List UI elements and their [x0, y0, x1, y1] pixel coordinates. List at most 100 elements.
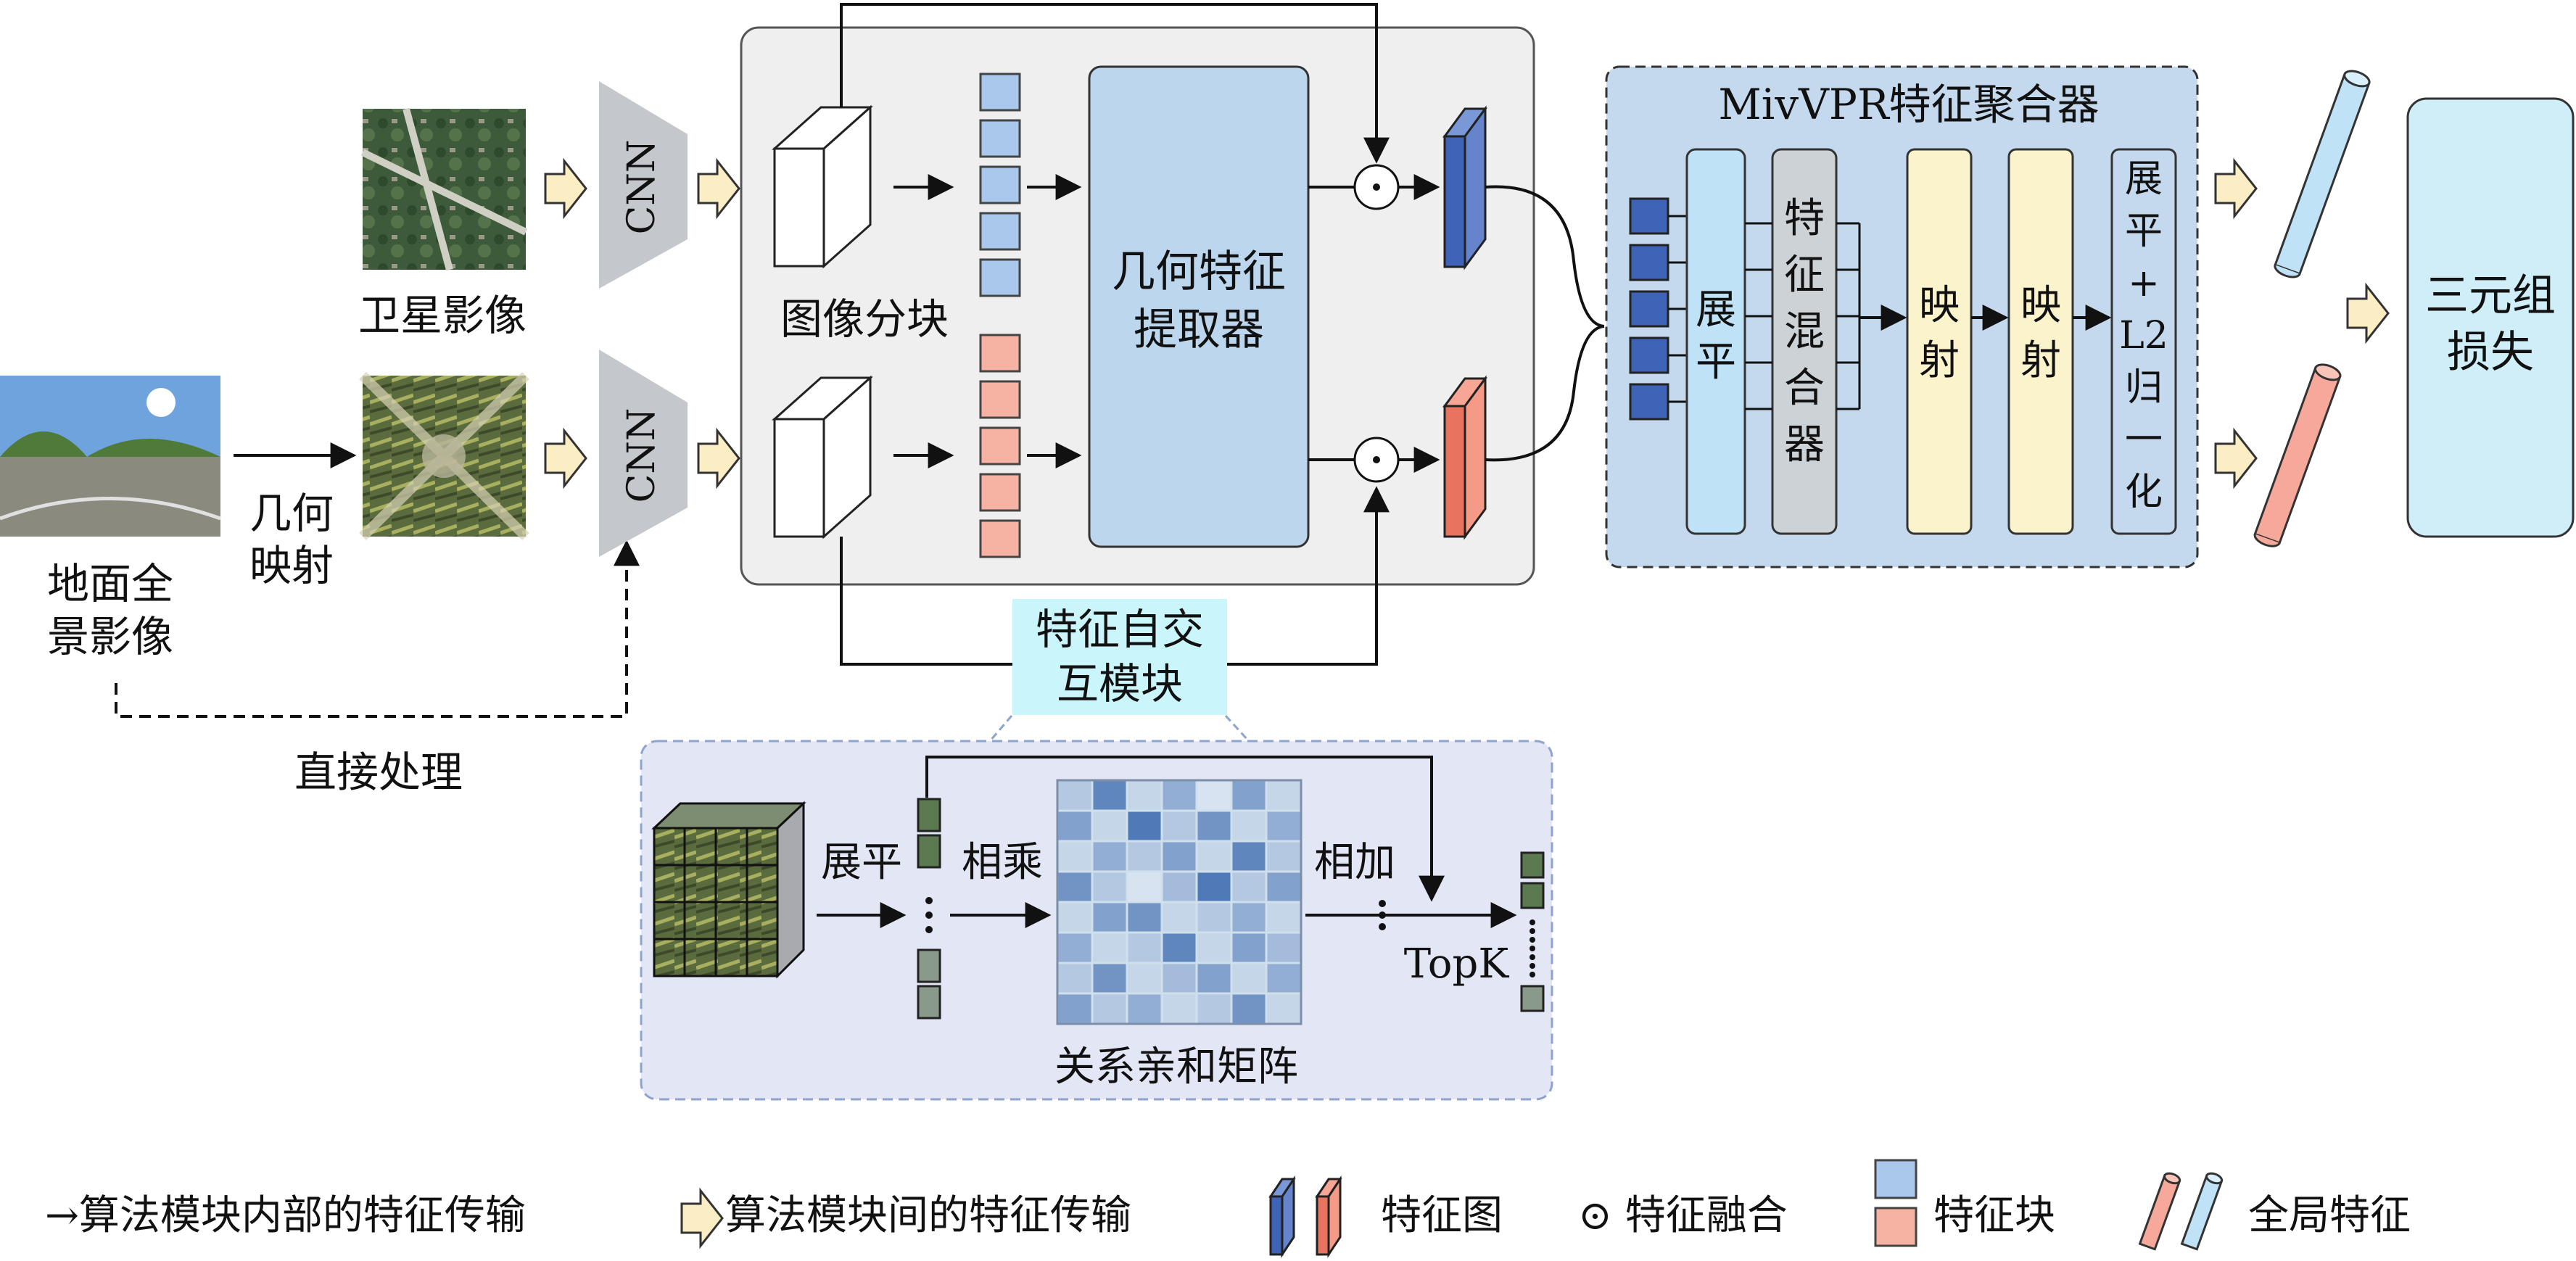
affinity-cell [1230, 962, 1268, 995]
flatten-col-char: 展 [1696, 286, 1736, 334]
feature-block-blue [979, 119, 1021, 158]
mixer-col-char: 合 [1784, 365, 1825, 412]
topk-dot [1530, 937, 1535, 943]
affinity-cell [1091, 779, 1128, 812]
affinity-cell [1126, 809, 1163, 843]
affinity-cell [1091, 931, 1128, 964]
direct-processing-label: 直接处理 [294, 748, 463, 797]
topk-token [1520, 882, 1545, 909]
affinity-cell [1195, 931, 1233, 964]
affinity-cell [1160, 779, 1198, 812]
self-interaction-label-1: 特征自交 [1036, 605, 1204, 654]
legend-global-salmon-icon [2138, 1172, 2181, 1251]
geo-extractor-label-2: 提取器 [1134, 305, 1264, 355]
affinity-border [1056, 779, 1303, 1025]
l2-col-char: + [2128, 262, 2160, 305]
cnn-top-label: CNN [620, 140, 664, 235]
affinity-cell [1056, 962, 1094, 995]
legend-feature-map-salmon-icon [1315, 1175, 1342, 1258]
affinity-cell [1265, 779, 1303, 812]
merge-curve [1485, 185, 1605, 462]
feature-block-blue [979, 73, 1021, 112]
affinity-cell [1056, 779, 1094, 812]
affinity-cell [1091, 870, 1128, 904]
sub-token-dot [925, 911, 933, 919]
triplet-label-2: 损失 [2447, 327, 2534, 378]
geo-extractor-label-1: 几何特征 [1112, 247, 1286, 297]
aggregator-title: MivVPR特征聚合器 [1718, 80, 2099, 129]
map1-col-char: 映 [1919, 282, 1960, 329]
flatten-column [1685, 148, 1746, 535]
mixer-col-char: 混 [1784, 308, 1825, 355]
legend-block-blue-icon [1874, 1159, 1917, 1199]
map2-col-char: 射 [2020, 337, 2061, 384]
image-patching-label: 图像分块 [780, 294, 949, 344]
geo-mapping-label-2: 映射 [249, 541, 334, 590]
legend-feature-map-blue-icon [1268, 1175, 1296, 1258]
sub-token [917, 834, 941, 869]
feature-map-blue [1442, 105, 1487, 270]
self-interaction-label-2: 互模块 [1057, 659, 1183, 708]
sub-token-dot [925, 897, 933, 904]
sub-token [917, 948, 941, 983]
affinity-cell [1091, 901, 1128, 934]
flatten-column-text: 展平 [1696, 286, 1736, 386]
feature-block-salmon [979, 334, 1021, 373]
l2-norm-column [2110, 148, 2177, 535]
topk-dot [1530, 946, 1535, 951]
legend-block-arrow [680, 1187, 724, 1249]
triplet-label-1: 三元组 [2425, 270, 2556, 321]
feature-map-salmon [1442, 375, 1487, 540]
affinity-matrix [1056, 779, 1303, 1025]
cnn-bottom-label: CNN [620, 408, 664, 503]
feature-block-salmon [979, 473, 1021, 512]
affinity-cell [1265, 992, 1303, 1025]
patch-cube-top [772, 104, 873, 269]
affinity-cell [1195, 870, 1233, 904]
legend-global-feature: 全局特征 [2248, 1192, 2411, 1239]
geo-feature-extractor [1088, 65, 1310, 548]
affinity-cell [1056, 809, 1094, 843]
affinity-cell [1230, 779, 1268, 812]
sub-skip-path [925, 756, 1445, 902]
cnn-top [599, 81, 688, 289]
affinity-cell [1126, 901, 1163, 934]
affinity-cell [1195, 779, 1233, 812]
map1-column-text: 映射 [1919, 282, 1960, 384]
triplet-loss-box [2406, 97, 2575, 538]
affinity-cell [1230, 931, 1268, 964]
legend-feature-map: 特征图 [1381, 1192, 1503, 1239]
sub-dots-after-matrix-3 [1379, 923, 1386, 930]
sub-add-label: 相加 [1314, 839, 1395, 886]
affinity-cell [1265, 901, 1303, 934]
topk-dot [1530, 972, 1535, 977]
aggregator-tokens [1629, 197, 1687, 421]
affinity-cell [1091, 992, 1128, 1025]
map2-column-text: 映射 [2020, 282, 2061, 384]
affinity-cell [1160, 901, 1198, 934]
affinity-cell [1265, 840, 1303, 873]
legend-inter-module: 算法模块间的特征传输 [725, 1192, 1131, 1239]
affinity-cell [1230, 870, 1268, 904]
affinity-cell [1230, 992, 1268, 1025]
map2-column [2007, 148, 2074, 535]
fusion-dot-bottom [1373, 456, 1380, 463]
map1-column [1906, 148, 1973, 535]
l2-col-char: 平 [2125, 210, 2163, 253]
affinity-cell [1195, 840, 1233, 873]
callout-dash [988, 714, 1250, 743]
topk-token [1520, 985, 1545, 1012]
grid-cube [651, 801, 806, 979]
affinity-cell [1160, 992, 1198, 1025]
feature-tokens-main [979, 73, 1021, 558]
feature-block-blue [979, 212, 1021, 251]
affinity-cell [1160, 809, 1198, 843]
sub-tokens-right [1520, 851, 1545, 1012]
affinity-cell [1230, 901, 1268, 934]
legend-intra-module: →算法模块内部的特征传输 [45, 1192, 526, 1239]
aggregator-token [1629, 244, 1669, 281]
affinity-cell [1091, 809, 1128, 843]
sub-multiply-label: 相乘 [962, 839, 1043, 886]
